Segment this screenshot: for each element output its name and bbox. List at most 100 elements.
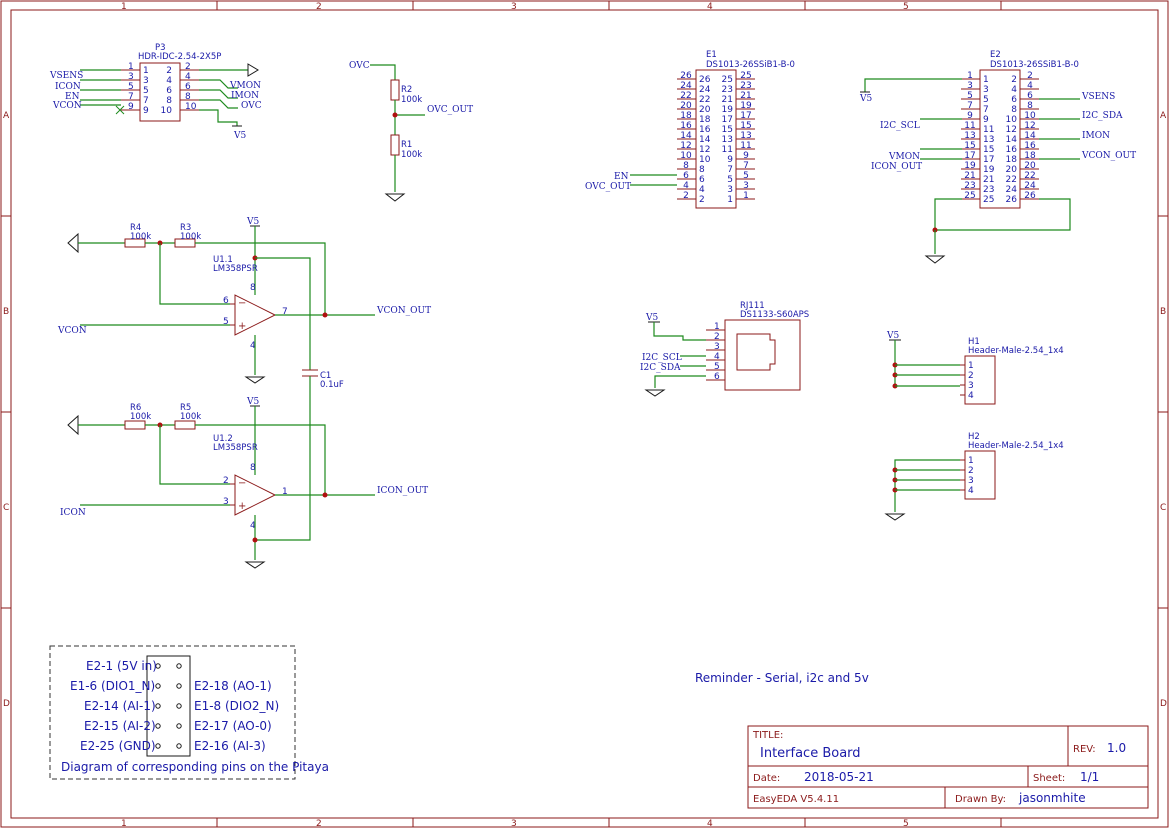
title-block: TITLE: Interface Board REV: 1.0 Date: 20…: [747, 725, 1149, 809]
u11-pin-8: 8: [250, 283, 256, 293]
h2-pin-num: 4: [968, 486, 974, 496]
amp2-v5-label: V5: [246, 397, 259, 407]
p3-net-vcon: VCON: [52, 101, 82, 111]
opamp-icon-stage: R6 100k R5 100k V5 U1.2 LM358PSR − + 2 3…: [60, 397, 428, 569]
e2-outer-left-pin: 3: [967, 81, 973, 91]
e1-inner-left-pin: 8: [699, 165, 705, 175]
e2-inner-left-pin: 9: [983, 115, 989, 125]
tb-date: 2018-05-21: [804, 770, 874, 784]
p3-body: [139, 62, 181, 122]
rj-pin-num: 6: [714, 372, 720, 382]
e1-outer-right-pin: 7: [743, 161, 749, 171]
u12-opamp-symbol: [234, 474, 277, 516]
e2-outer-right-pin: 20: [1024, 161, 1036, 171]
e1-inner-right-pin: 7: [727, 165, 733, 175]
p3-left-pin-num: 7: [128, 92, 134, 102]
h1-ref: H1: [968, 337, 980, 347]
frame-row-d-left: D: [3, 699, 10, 709]
rj-pin-num: 2: [714, 332, 720, 342]
e1-inner-right-pin: 21: [722, 95, 733, 105]
p3-right-pin-num: 6: [185, 82, 191, 92]
e2-net-i2c-scl: I2C_SCL: [880, 121, 920, 131]
tb-rev: 1.0: [1107, 741, 1126, 755]
h2-ground-icon: [884, 513, 906, 521]
e2-ground-icon: [924, 255, 946, 264]
e1-inner-left-pin: 14: [699, 135, 711, 145]
e2-inner-left-pin: 3: [983, 85, 989, 95]
e1-inner-right-pin: 3: [727, 185, 733, 195]
e1-outer-left-pin: 14: [680, 131, 692, 141]
rj-v5-label: V5: [645, 313, 658, 323]
p3-v5-label: V5: [233, 131, 246, 141]
tb-sheet: 1/1: [1080, 770, 1099, 784]
divider-ground-icon: [384, 193, 406, 202]
e1-outer-left-pin: 2: [683, 191, 689, 201]
e2-inner-right-pin: 24: [1006, 185, 1018, 195]
e2-outer-left-pin: 17: [964, 151, 975, 161]
e1-inner-right-pin: 9: [727, 155, 733, 165]
e1-inner-left-pin: 4: [699, 185, 705, 195]
pitaya-caption: Diagram of corresponding pins on the Pit…: [61, 760, 329, 774]
frame-row-d-right: D: [1160, 699, 1167, 709]
rj-jack-icon: [736, 333, 776, 371]
e2-net-icon-out: ICON_OUT: [871, 162, 922, 172]
e1-outer-right-pin: 21: [740, 91, 751, 101]
p3-net-en: EN: [65, 92, 80, 102]
amp1-in-net: VCON: [57, 326, 87, 336]
r4-ref: R4: [130, 223, 141, 233]
u12-value: LM358PSR: [213, 443, 258, 453]
e2-net-vsens: VSENS: [1081, 92, 1115, 102]
h1-pin-num: 2: [968, 371, 974, 381]
p3-left-pin-num: 5: [128, 82, 134, 92]
u11-opamp-symbol: [234, 294, 277, 336]
u12-pin-2: 2: [223, 476, 229, 486]
tb-date-caption: Date:: [753, 773, 780, 784]
rj-ref: RJ111: [740, 301, 765, 311]
e2-v5-label: V5: [859, 94, 872, 104]
rj-pin-num: 3: [714, 342, 720, 352]
e2-inner-right-pin: 8: [1011, 105, 1017, 115]
e2-outer-right-pin: 8: [1027, 101, 1033, 111]
u12-ref: U1.2: [213, 434, 233, 444]
e1-inner-right-pin: 11: [722, 145, 733, 155]
e1-outer-right-pin: 23: [740, 81, 751, 91]
h2-pin-num: 1: [968, 456, 974, 466]
e1-inner-left-pin: 24: [699, 85, 711, 95]
p3-left-pin-num: 1: [128, 62, 134, 72]
e1-inner-right-pin: 17: [722, 115, 733, 125]
r2-ref: R2: [401, 85, 412, 95]
pitaya-pin-dot: [176, 683, 182, 689]
e2-inner-left-pin: 13: [983, 135, 994, 145]
u11-minus-icon: −: [238, 298, 246, 309]
e2-outer-left-pin: 13: [964, 131, 975, 141]
tb-title-caption: TITLE:: [752, 730, 783, 741]
pitaya-pin-dot: [155, 683, 161, 689]
rj-body: [724, 319, 801, 391]
tb-title: Interface Board: [760, 746, 861, 761]
frame-col-1-bottom: 1: [121, 819, 127, 828]
e1-inner-left-pin: 12: [699, 145, 710, 155]
p3-right-pin-inner: 2: [166, 66, 172, 76]
frame-row-a-left: A: [3, 111, 10, 121]
e2-inner-right-pin: 4: [1011, 85, 1017, 95]
u11-pin-5: 5: [223, 317, 229, 327]
p3-net-icon: ICON: [55, 82, 81, 92]
e2-inner-right-pin: 12: [1006, 125, 1017, 135]
e2-outer-left-pin: 21: [964, 171, 975, 181]
tb-rev-caption: REV:: [1073, 744, 1096, 755]
e1-outer-left-pin: 18: [680, 111, 692, 121]
no-connect-mark: [115, 105, 125, 115]
e2-outer-right-pin: 6: [1027, 91, 1033, 101]
e2-inner-left-pin: 25: [983, 195, 994, 205]
u11-pin-6: 6: [223, 296, 229, 306]
r3-value: 100k: [180, 232, 201, 242]
frame-col-3-bottom: 3: [511, 819, 517, 828]
e1-outer-right-pin: 5: [743, 171, 749, 181]
e1-outer-right-pin: 1: [743, 191, 749, 201]
c1-ref: C1: [320, 371, 331, 381]
